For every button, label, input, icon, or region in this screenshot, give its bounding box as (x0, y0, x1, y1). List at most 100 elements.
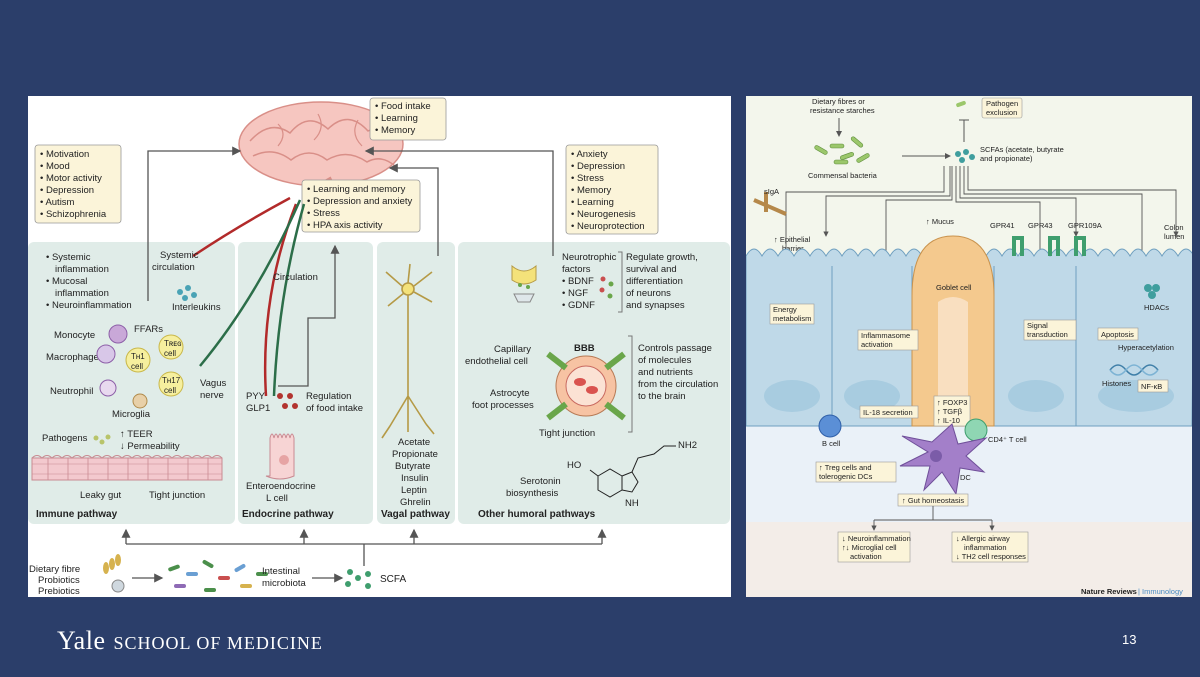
wheat-icon (103, 554, 121, 574)
brain-item: • Learning (375, 113, 418, 124)
bbb-tight-junction-label: Tight junction (539, 428, 595, 439)
commensal-label: Commensal bacteria (808, 171, 878, 180)
circulation-label: Circulation (273, 272, 318, 283)
brand-school: SCHOOL OF MEDICINE (113, 633, 323, 653)
gpr109a-label: GPR109A (1068, 221, 1102, 230)
pathogen-icon (956, 100, 966, 108)
tight-junction-label: Tight junction (149, 490, 205, 501)
gpr41-label: GPR41 (990, 221, 1015, 230)
microbiota-icon (168, 560, 268, 592)
pathogens-icon (93, 434, 111, 445)
macrophage-icon (96, 344, 116, 364)
mucus-label: ↑ Mucus (926, 217, 954, 226)
svg-text:• Learning and memory• Depress: • Learning and memory• Depression and an… (307, 184, 412, 231)
yale-logo: Yale SCHOOL OF MEDICINE (57, 626, 323, 656)
brain-item: • Food intake (375, 101, 431, 112)
th17-label: Tʜ17 (162, 376, 181, 385)
humoral-effects-box: • Anxiety• Depression• Stress• Memory• L… (565, 144, 659, 235)
th1-label: Tʜ1 (131, 352, 145, 361)
leaky-gut-label: Leaky gut (80, 490, 122, 501)
interleukins-label: Interleukins (172, 302, 221, 313)
treg-cell-icon (158, 334, 184, 360)
serotonin-structure-icon (589, 445, 676, 498)
lumen-bg (746, 96, 1192, 256)
bbb-capillary-icon (546, 351, 626, 421)
glp1-label: GLP1 (246, 403, 270, 414)
allergic-box (951, 531, 1029, 563)
histones-label: Histones (1102, 379, 1131, 388)
endocrine-pathway-title: Endocrine pathway (242, 509, 334, 520)
probiotic-icon (111, 579, 125, 593)
enteroendocrine-cell-icon (265, 433, 295, 480)
nh2-label: NH2 (678, 440, 697, 451)
cd4-label: CD4⁺ T cell (988, 435, 1027, 444)
svg-text:cell: cell (131, 362, 143, 371)
brain-icon (238, 101, 404, 208)
hormone-granules-icon (277, 393, 298, 409)
svg-text:cell: cell (164, 349, 176, 358)
monocyte-icon (108, 324, 128, 344)
brain-functions-box: • Food intake• Learning• Memory (369, 97, 447, 141)
foxp3-box (933, 395, 971, 427)
cd4-t-cell-icon (964, 418, 988, 442)
monocyte-label: Monocyte (54, 330, 95, 341)
neuroinflammation-box (837, 531, 911, 563)
foxp3-label: ↑ FOXP3↑ TGFβ↑ IL-10 (937, 398, 967, 425)
hdac-icon (1144, 284, 1160, 299)
humoral-pathway-title: Other humoral pathways (478, 509, 596, 520)
hdacs-label: HDACs (1144, 303, 1169, 312)
neutrophil-label: Neutrophil (50, 386, 93, 397)
apoptosis-label: Apoptosis (1101, 330, 1134, 339)
hyperacetylation-label: Hyperacetylation (1118, 343, 1174, 352)
b-cell-label: B cell (822, 439, 841, 448)
page-number: 13 (1122, 632, 1137, 647)
inflammasome-box (857, 329, 919, 351)
nfkb-label: NF-κB (1141, 382, 1162, 391)
vagal-pathway-title: Vagal pathway (381, 509, 450, 520)
th1-cell-icon (125, 347, 151, 373)
synapse-icon (511, 264, 537, 303)
neuron-icon (381, 263, 435, 439)
macrophage-label: Macrophage (46, 352, 99, 363)
pathogen-exclusion-box (981, 97, 1023, 119)
treg-dc-box (815, 461, 897, 483)
nfkb-box (1137, 379, 1169, 393)
brand-main: Yale (57, 626, 106, 655)
apoptosis-box (1097, 327, 1139, 341)
bracket (628, 335, 633, 433)
il18-label: IL-18 secretion (863, 408, 913, 417)
th17-cell-icon (158, 371, 184, 397)
gpr-receptors-icon (1012, 236, 1086, 256)
b-cell-icon (818, 414, 842, 438)
svg-text:• Food intake• Learning• Memor: • Food intake• Learning• Memory (375, 101, 431, 136)
endocrine-effects-box: • Learning and memory• Depression and an… (301, 179, 421, 233)
microglia-label: Microglia (112, 409, 151, 420)
brain-item: • Memory (375, 125, 416, 136)
vagus-nerve-lines (192, 196, 306, 397)
neutrophil-icon (99, 379, 117, 397)
gpr43-label: GPR43 (1028, 221, 1053, 230)
